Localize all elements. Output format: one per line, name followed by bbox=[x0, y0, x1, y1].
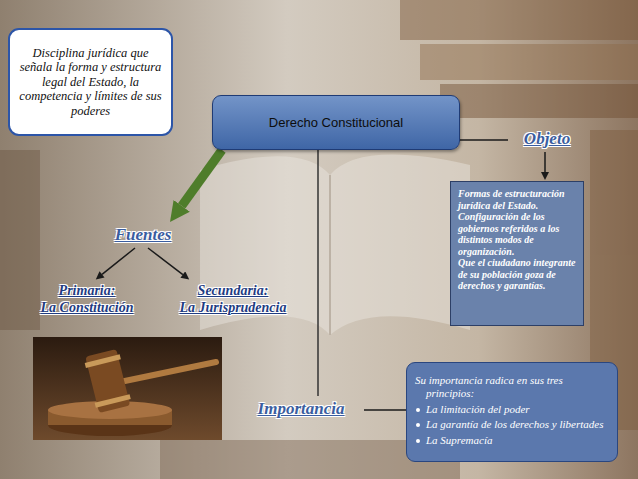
gavel-picture bbox=[33, 337, 222, 440]
node-text: La Jurisprudencia bbox=[164, 300, 302, 317]
main-topic-box: Derecho Constitucional bbox=[212, 95, 460, 150]
node-text: Fuentes bbox=[100, 225, 186, 245]
node-text: Objeto bbox=[512, 129, 582, 149]
bullet-text: La limitación del poder bbox=[415, 403, 609, 416]
importance-box: Su importancia radica en sus tres princi… bbox=[406, 362, 618, 462]
connector bbox=[460, 139, 508, 141]
connector bbox=[102, 248, 135, 274]
book-spine bbox=[329, 175, 331, 335]
branch-label: Objeto bbox=[508, 126, 586, 152]
book bbox=[440, 84, 638, 118]
connector bbox=[544, 152, 546, 172]
book bbox=[420, 44, 638, 80]
gavel-head-body bbox=[85, 349, 130, 413]
node-text: Su importancia radica en sus tres princi… bbox=[415, 374, 609, 399]
bullet-text: La Supremacía bbox=[415, 434, 609, 447]
node-text: Disciplina jurídica que señala la forma … bbox=[16, 46, 165, 118]
bullet-text: La garantía de los derechos y libertades bbox=[415, 418, 609, 431]
node-text: Primaria: bbox=[24, 283, 150, 300]
object-box: Formas de estructuración jurídica del Es… bbox=[450, 181, 584, 326]
branch-label: Importancia bbox=[238, 396, 364, 422]
book bbox=[400, 0, 638, 40]
connector bbox=[317, 150, 319, 396]
node-text: Que el ciudadano integrante de su poblac… bbox=[458, 257, 576, 292]
node-text: Derecho Constitucional bbox=[221, 115, 451, 130]
gavel-handle bbox=[120, 362, 216, 382]
source-label: Secundaria:La Jurisprudencia bbox=[160, 280, 306, 320]
big-arrow bbox=[182, 150, 222, 206]
gavel-band bbox=[85, 354, 121, 368]
node-text: Importancia bbox=[242, 399, 360, 419]
book bbox=[0, 150, 40, 330]
source-label: Primaria:La Constitución bbox=[20, 280, 154, 320]
gavel-head bbox=[83, 349, 132, 414]
node-text: La Constitución bbox=[24, 300, 150, 317]
node-text: Secundaria: bbox=[164, 283, 302, 300]
node-text: Formas de estructuración jurídica del Es… bbox=[458, 188, 576, 257]
connector bbox=[148, 248, 183, 275]
branch-label: Fuentes bbox=[96, 222, 190, 248]
definition-box: Disciplina jurídica que señala la forma … bbox=[8, 28, 173, 136]
connector bbox=[364, 409, 406, 411]
gavel-band bbox=[95, 394, 131, 408]
picture-frame bbox=[33, 337, 222, 440]
